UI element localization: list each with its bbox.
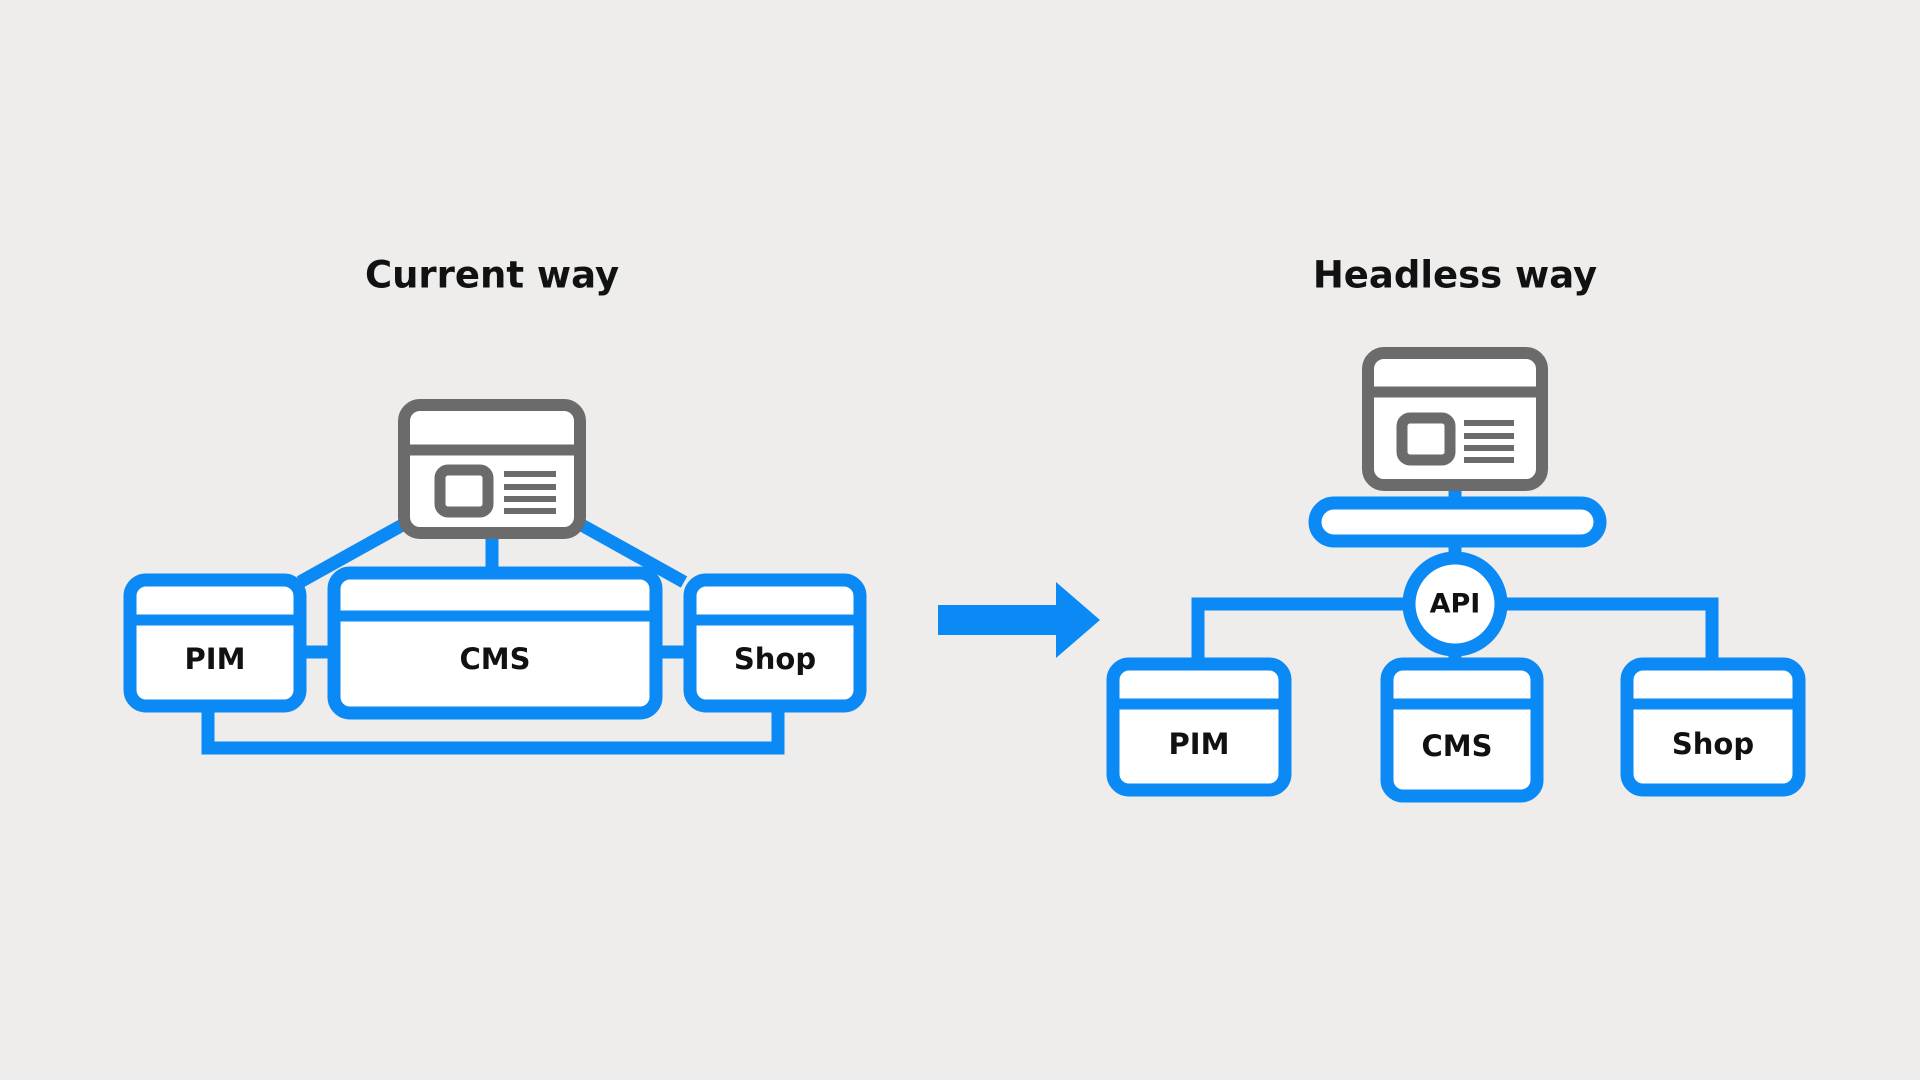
left-panel-title: Current way (365, 254, 619, 297)
right-node-shop[interactable]: Shop (1620, 657, 1806, 797)
card-frame (683, 573, 867, 713)
right-browser-window-icon (1362, 347, 1548, 491)
card-frame (1380, 657, 1544, 803)
card-frame (327, 566, 663, 720)
connector-api-to-shop (1495, 597, 1719, 664)
right-node-cms[interactable]: CMS (1380, 657, 1544, 803)
api-hub-label: API (1430, 589, 1481, 620)
arrow-shape (938, 582, 1100, 658)
presentation-layer-bar[interactable] (1308, 496, 1607, 548)
browser-image-placeholder (434, 464, 494, 518)
connector-pim-to-shop-bottom (201, 706, 785, 755)
api-hub[interactable]: API (1402, 551, 1508, 657)
right-panel: Headless way (1106, 254, 1806, 803)
card-frame (1106, 657, 1292, 797)
left-node-shop[interactable]: Shop (683, 573, 867, 713)
api-circle (1402, 551, 1508, 657)
left-node-shop-label: Shop (734, 642, 816, 676)
right-node-pim[interactable]: PIM (1106, 657, 1292, 797)
left-panel: Current way (123, 254, 867, 755)
card-frame (123, 573, 307, 713)
transition-right-arrow-icon (938, 582, 1100, 658)
right-node-cms-label: CMS (1421, 729, 1492, 763)
left-node-pim[interactable]: PIM (123, 573, 307, 713)
left-node-cms-label: CMS (459, 642, 530, 676)
left-browser-window-icon (398, 399, 586, 539)
bar-frame (1308, 496, 1607, 548)
left-node-cms[interactable]: CMS (327, 566, 663, 720)
right-node-pim-label: PIM (1169, 727, 1230, 761)
connector-browser-to-pim (296, 517, 410, 588)
card-frame (1620, 657, 1806, 797)
browser-image-placeholder (1396, 412, 1456, 466)
connector-browser-to-shop (574, 517, 688, 588)
right-panel-title: Headless way (1313, 254, 1597, 297)
browser-frame (1362, 347, 1548, 491)
left-node-pim-label: PIM (185, 642, 246, 676)
connector-api-to-pim (1191, 597, 1415, 664)
right-node-shop-label: Shop (1672, 727, 1754, 761)
